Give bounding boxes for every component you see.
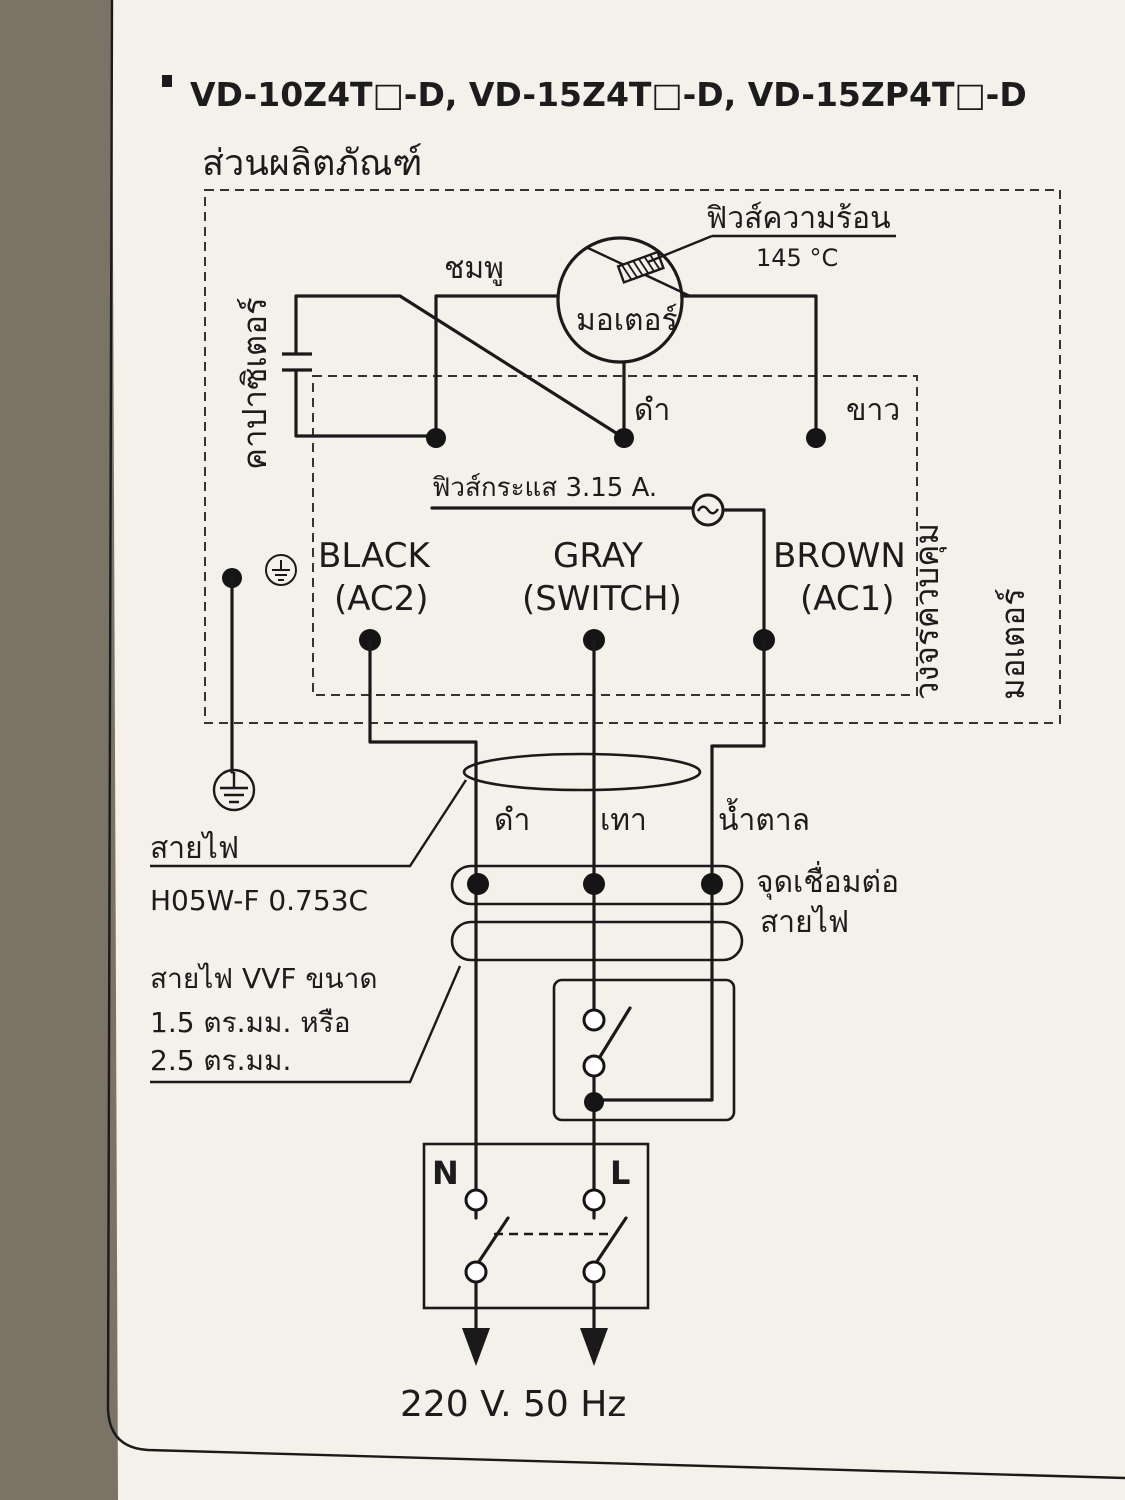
connector-dot-black [467,873,489,895]
ground-symbol-small-lines [272,560,290,581]
white-wire-label: ขาว [846,393,900,428]
breaker-l-lever [592,1216,628,1268]
terminal-black-name: BLACK [318,536,431,576]
paper-sheet [112,0,1125,1500]
control-circuit-boundary [312,375,918,696]
vvf-leader [150,965,462,1084]
cable-label: สายไฟ [150,830,239,866]
product-boundary [204,189,1061,724]
black-wire-label: ดำ [634,393,670,428]
white-wire [680,294,818,440]
thermal-fuse-temp: 145 °C [756,244,838,272]
cable-brown [594,638,766,1102]
capacitor-diagonal-wire [398,294,626,440]
breaker-box [422,1142,650,1310]
wire-color-black: ดำ [494,803,530,838]
terminal-black-motor [614,428,634,448]
connector-label-2: สายไฟ [760,904,849,940]
vvf-label-1: สายไฟ VVF ขนาด [150,962,378,995]
terminal-gray-sub: (SWITCH) [522,579,682,619]
breaker-n-lever [474,1216,510,1268]
motor-label: มอเตอร์ [576,303,678,338]
capacitor-wire [294,294,438,438]
connector-dot-gray [583,873,605,895]
supply-l-arrow [580,1328,608,1366]
control-circuit-label: วงจรควบคุม [907,523,947,700]
vvf-label-2: 1.5 ตร.มม. หรือ [150,1006,351,1039]
connector-lower [450,920,744,962]
terminal-brown-sub: (AC1) [800,579,895,619]
capacitor-label: คาปาซิเตอร์ [235,297,274,470]
pink-wire [434,294,560,440]
current-fuse-wave [696,505,720,515]
cable-sheath [462,752,702,792]
breaker-n-contact-bottom [464,1260,488,1284]
terminal-white [806,428,826,448]
supply-label: 220 V. 50 Hz [400,1384,626,1425]
thermal-fuse-label: ฟิวส์ความร้อน [706,201,891,236]
terminal-black-sub: (AC2) [334,579,429,619]
title-bullet [162,75,172,87]
breaker-n-contact-top [464,1188,488,1212]
page-border [106,0,1125,1480]
current-fuse-label: ฟิวส์กระแส 3.15 A. [432,473,657,503]
wall-switch-contact-bottom [582,1054,606,1078]
connector-label-1: จุดเชื่อมต่อ [756,861,899,901]
supply-n-arrow [462,1328,490,1366]
terminal-brown-name: BROWN [773,536,906,576]
breaker-n-label: N [432,1154,459,1192]
terminal-gray-name: GRAY [553,536,643,576]
control-circuit-label-2: มอเตอร์ [993,588,1032,700]
ground-symbol-small [265,554,297,586]
wall-switch-box [552,978,736,1122]
product-section-label: ส่วนผลิตภัณฑ์ [202,143,422,184]
breaker-l-contact-top [582,1188,606,1212]
connector-dot-brown [701,873,723,895]
vvf-label-3: 2.5 ตร.มม. [150,1044,291,1077]
breaker-l-label: L [610,1154,630,1192]
breaker-l-contact-bottom [582,1260,606,1284]
cable-leader [150,779,468,868]
wall-switch-contact-top [582,1008,606,1032]
model-title: VD-10Z4T□-D, VD-15Z4T□-D, VD-15ZP4T□-D [190,75,1027,114]
wire-color-gray: เทา [600,803,647,838]
fuse-to-brown-wire [721,508,766,642]
connector-upper [450,864,744,906]
cable-spec: H05W-F 0.753C [150,884,368,917]
terminal-pink [426,428,446,448]
ground-symbol [212,768,256,812]
thermal-fuse-leader [647,234,713,264]
wire-color-brown: น้ำตาล [718,798,810,838]
pink-wire-label: ชมพู [444,251,504,286]
wall-switch-lever [596,1006,632,1062]
wall-switch-junction [584,1092,604,1112]
cable-black [368,638,478,1220]
ground-symbol-lines [220,772,248,804]
